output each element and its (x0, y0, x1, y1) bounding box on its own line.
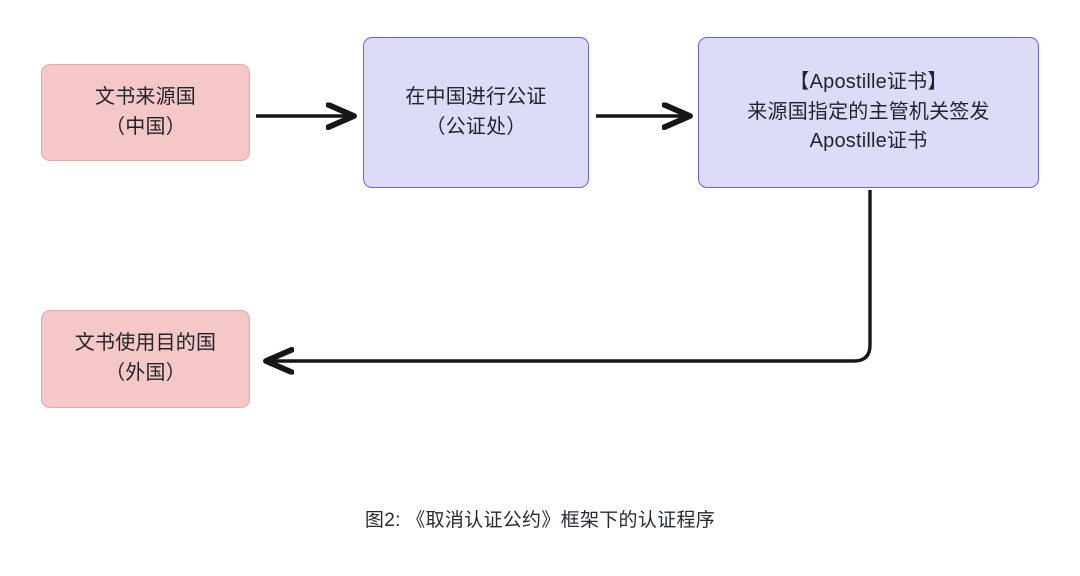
node-destination-country-line-1: 文书使用目的国 (74, 332, 217, 355)
node-destination-country[interactable]: 文书使用目的国 （外国） (41, 310, 250, 408)
node-apostille-certificate-line-1: 【Apostille证书】 (789, 71, 948, 94)
figure-caption: 图2: 《取消认证公约》框架下的认证程序 (364, 510, 716, 531)
node-apostille-certificate[interactable]: 【Apostille证书】 来源国指定的主管机关签发 Apostille证书 (698, 37, 1039, 188)
node-notarization[interactable]: 在中国进行公证 （公证处） (363, 37, 589, 188)
node-source-country[interactable]: 文书来源国 （中国） (41, 64, 250, 161)
node-apostille-certificate-line-2: 来源国指定的主管机关签发 (747, 100, 990, 123)
node-apostille-certificate-line-3: Apostille证书 (809, 130, 928, 153)
node-notarization-line-2: （公证处） (425, 115, 527, 138)
node-source-country-line-2: （中国） (105, 115, 186, 138)
connector-apostille-to-destination (268, 190, 872, 361)
node-source-country-line-1: 文书来源国 (95, 85, 196, 108)
node-notarization-line-1: 在中国进行公证 (405, 85, 547, 108)
node-destination-country-line-2: （外国） (105, 362, 186, 384)
